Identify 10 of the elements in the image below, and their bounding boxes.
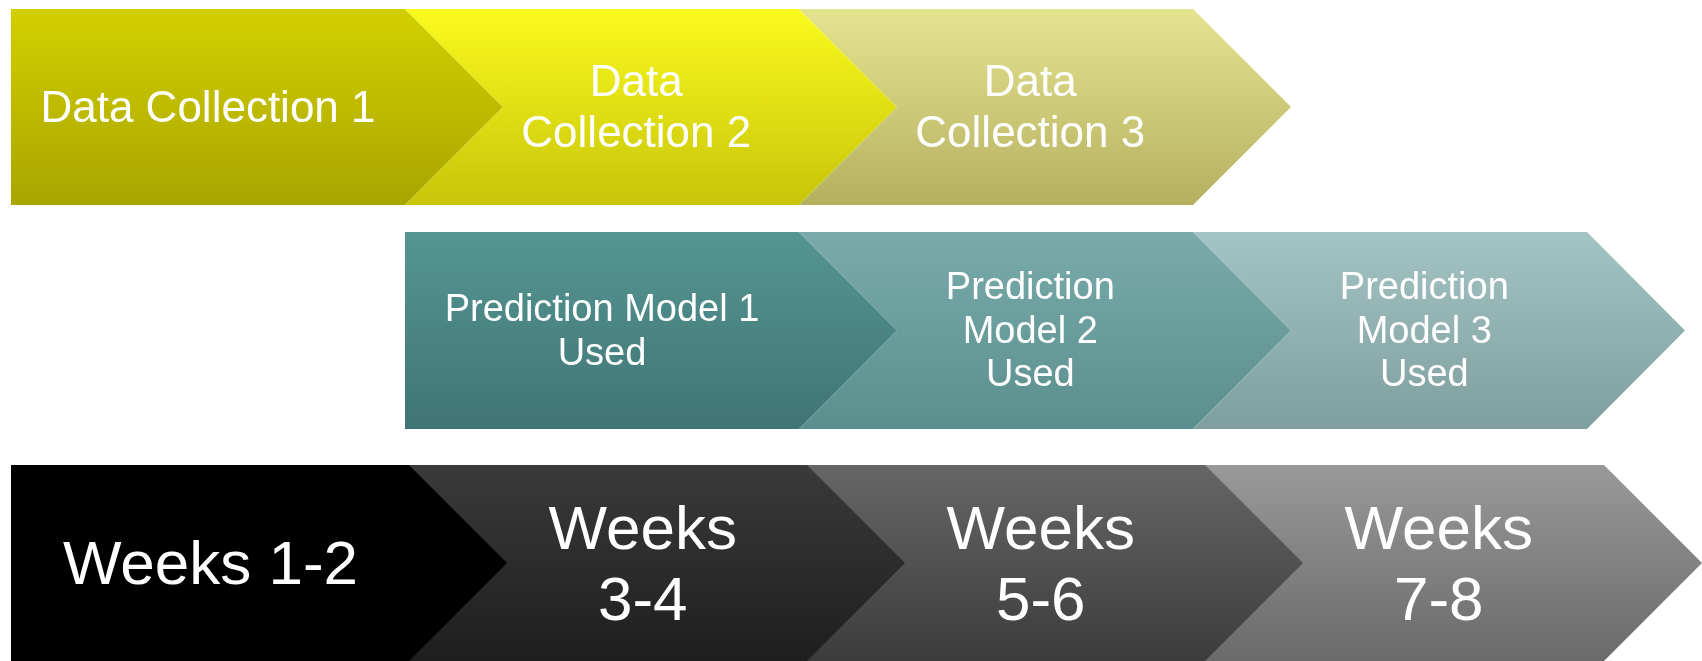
step-label: Weeks 7-8 bbox=[1343, 491, 1534, 635]
step-label: Prediction Model 2 Used bbox=[944, 264, 1116, 397]
step-label: Prediction Model 1 Used bbox=[443, 286, 761, 375]
step-label: Weeks 3-4 bbox=[547, 491, 738, 635]
step-label: Weeks 5-6 bbox=[945, 491, 1136, 635]
step-label: Weeks 1-2 bbox=[62, 527, 359, 599]
step-label: Prediction Model 3 Used bbox=[1338, 264, 1510, 397]
step-label: Data Collection 3 bbox=[915, 56, 1146, 158]
step-label: Data Collection 2 bbox=[521, 56, 752, 158]
step-label: Data Collection 1 bbox=[40, 81, 376, 133]
